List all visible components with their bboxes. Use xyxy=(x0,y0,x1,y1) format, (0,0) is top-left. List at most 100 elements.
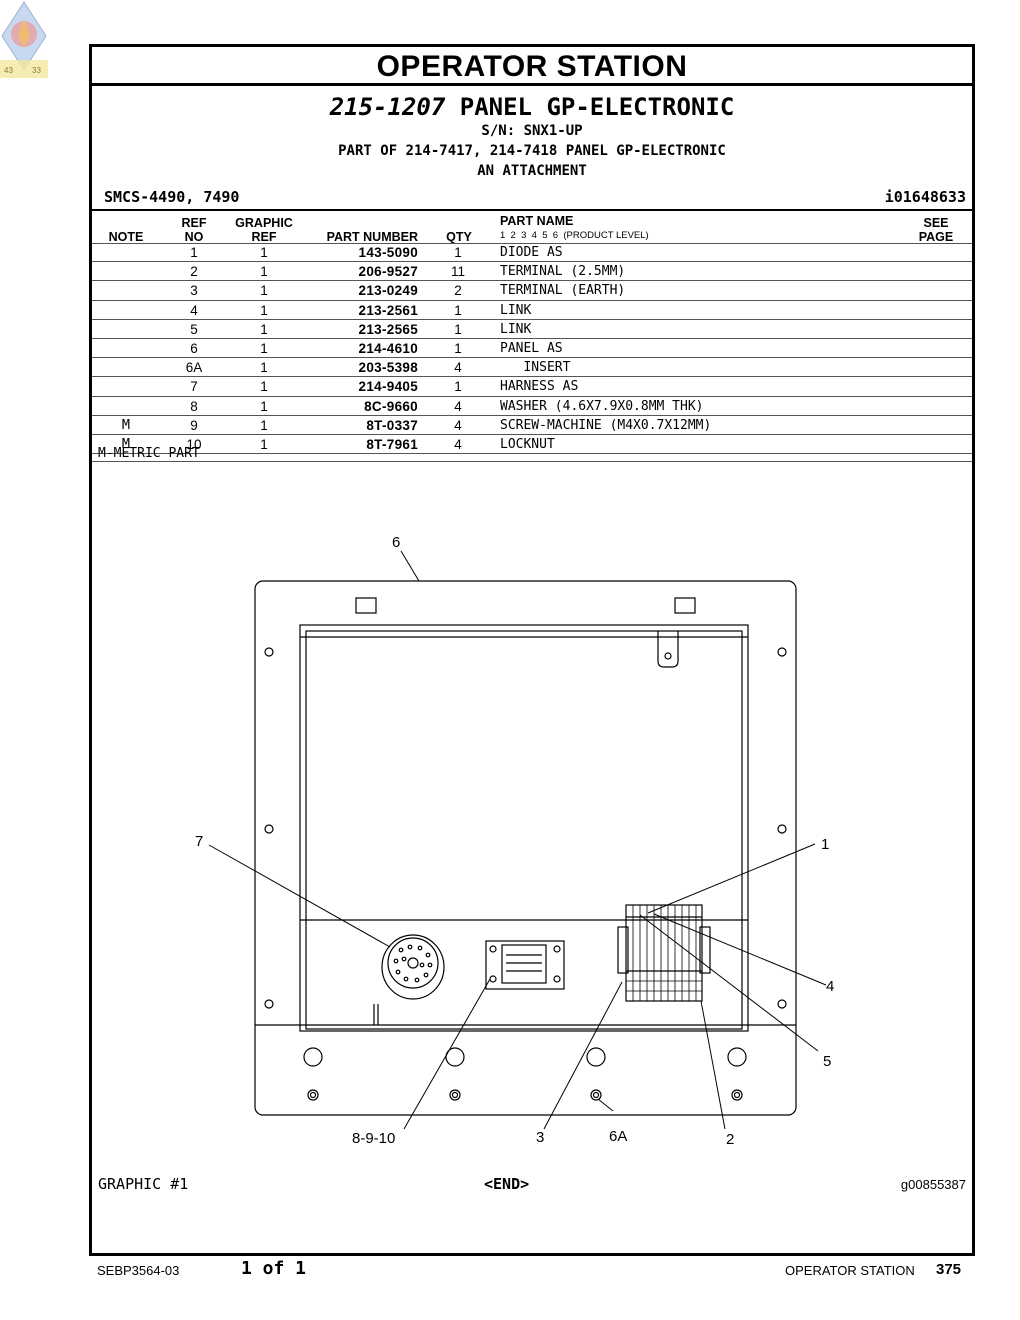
table-row: M 10 1 8T-7961 4 LOCKNUT xyxy=(92,435,972,455)
col-graphic-top: GRAPHIC xyxy=(235,216,293,230)
cell-part-number: 213-2561 xyxy=(358,302,418,318)
callout-1: 1 xyxy=(821,836,829,853)
col-part-number: PART NUMBER xyxy=(326,230,418,244)
cell-qty: 1 xyxy=(454,340,462,356)
cell-qty: 1 xyxy=(454,302,462,318)
table-row: 4 1 213-2561 1 LINK xyxy=(92,301,972,320)
cell-part-number: 213-2565 xyxy=(358,321,418,337)
cell-ref-no: 4 xyxy=(190,302,198,318)
publisher-logo: 43 33 xyxy=(0,1,48,78)
callout-8-9-10: 8-9-10 xyxy=(352,1130,395,1147)
metric-note: M-METRIC PART xyxy=(98,446,200,461)
cell-part-number: 214-4610 xyxy=(358,340,418,356)
cell-qty: 11 xyxy=(450,264,465,280)
col-ref-top: REF xyxy=(181,216,207,230)
cell-ref-no: 10 xyxy=(186,436,202,452)
callout-3: 3 xyxy=(536,1129,544,1146)
leader-7 xyxy=(208,844,391,948)
top-slot-left xyxy=(355,597,377,614)
col-qty: QTY xyxy=(446,230,472,244)
graphic-id: g00855387 xyxy=(900,1177,966,1192)
col-part-name: PART NAME xyxy=(500,214,574,228)
cell-ref-no: 5 xyxy=(190,321,198,337)
leader-4 xyxy=(653,913,827,986)
cell-part-name: WASHER (4.6X7.9X0.8MM THK) xyxy=(500,398,704,414)
svg-text:33: 33 xyxy=(32,66,41,75)
illustration-ident: i01648633 xyxy=(884,188,966,206)
cell-graphic-ref: 1 xyxy=(260,321,268,337)
cell-part-name: INSERT xyxy=(500,360,571,376)
callout-6: 6 xyxy=(392,534,400,551)
group-heading: 215-1207 PANEL GP-ELECTRONIC xyxy=(92,93,972,121)
callout-5: 5 xyxy=(823,1053,831,1070)
cell-part-number: 206-9527 xyxy=(358,264,418,280)
part-of-line: PART OF 214-7417, 214-7418 PANEL GP-ELEC… xyxy=(338,143,726,159)
cell-part-number: 8T-7961 xyxy=(366,436,418,452)
graphic-label: GRAPHIC #1 xyxy=(98,1175,189,1193)
cell-qty: 1 xyxy=(454,379,462,395)
cell-graphic-ref: 1 xyxy=(260,264,268,280)
callout-7: 7 xyxy=(195,833,203,850)
cell-graphic-ref: 1 xyxy=(260,360,268,376)
leader-2 xyxy=(700,1000,726,1130)
col-graphic-bottom: REF xyxy=(251,230,277,244)
cell-ref-no: 9 xyxy=(190,417,198,433)
svg-text:43: 43 xyxy=(4,66,13,75)
cell-note: M xyxy=(121,435,131,452)
cell-part-number: 214-9405 xyxy=(358,379,418,395)
cell-part-name: LOCKNUT xyxy=(500,436,555,452)
footer-page-of: 1 of 1 xyxy=(241,1258,307,1279)
cell-graphic-ref: 1 xyxy=(260,302,268,318)
cell-part-name: LINK xyxy=(500,321,532,337)
cell-ref-no: 6A xyxy=(185,360,203,376)
header-divider xyxy=(92,209,972,211)
attachment-line: AN ATTACHMENT xyxy=(477,163,587,179)
col-product-level: 1 2 3 4 5 6 (PRODUCT LEVEL) xyxy=(500,230,649,241)
table-bottom-divider xyxy=(92,461,972,462)
cell-qty: 4 xyxy=(454,436,462,452)
cell-part-number: 213-0249 xyxy=(358,283,418,299)
leader-3 xyxy=(543,981,623,1130)
cell-part-number: 143-5090 xyxy=(358,245,418,260)
col-see-bottom: PAGE xyxy=(918,230,954,244)
leader-8-9-10 xyxy=(403,978,491,1130)
col-note: NOTE xyxy=(108,230,144,244)
footer-page-number: 375 xyxy=(936,1261,962,1278)
cell-part-name: LINK xyxy=(500,302,532,318)
cell-ref-no: 6 xyxy=(190,340,198,356)
cell-note: M xyxy=(121,416,131,433)
catalog-page-frame: OPERATOR STATION 215-1207 PANEL GP-ELECT… xyxy=(89,44,975,1256)
cell-graphic-ref: 1 xyxy=(260,436,268,452)
footer-section: OPERATOR STATION xyxy=(785,1263,915,1278)
cell-ref-no: 8 xyxy=(190,398,198,414)
cell-part-name: HARNESS AS xyxy=(500,379,579,395)
cell-qty: 1 xyxy=(454,321,462,337)
table-row: 5 1 213-2565 1 LINK xyxy=(92,320,972,339)
cell-part-name: TERMINAL (EARTH) xyxy=(500,283,626,299)
footer-doc-number: SEBP3564-03 xyxy=(97,1263,180,1278)
serial-range: S/N: SNX1-UP xyxy=(481,123,583,139)
cell-part-number: 203-5398 xyxy=(358,360,418,376)
leader-6 xyxy=(400,550,420,582)
cell-ref-no: 2 xyxy=(190,264,198,280)
panel-illustration: 6 7 1 4 5 2 6A 3 8-9-10 xyxy=(195,534,834,1148)
cell-part-number: 8T-0337 xyxy=(366,417,418,433)
cell-graphic-ref: 1 xyxy=(260,398,268,414)
cell-qty: 2 xyxy=(454,283,462,299)
col-see-top: SEE xyxy=(923,216,949,230)
leader-6a xyxy=(597,1098,614,1112)
callout-6a: 6A xyxy=(609,1128,627,1145)
cell-ref-no: 7 xyxy=(190,379,198,395)
cell-part-name: PANEL AS xyxy=(500,340,563,356)
leader-5 xyxy=(639,914,819,1052)
cell-qty: 1 xyxy=(454,245,462,260)
cell-ref-no: 1 xyxy=(190,245,198,260)
panel-plate-outline xyxy=(254,580,797,1116)
